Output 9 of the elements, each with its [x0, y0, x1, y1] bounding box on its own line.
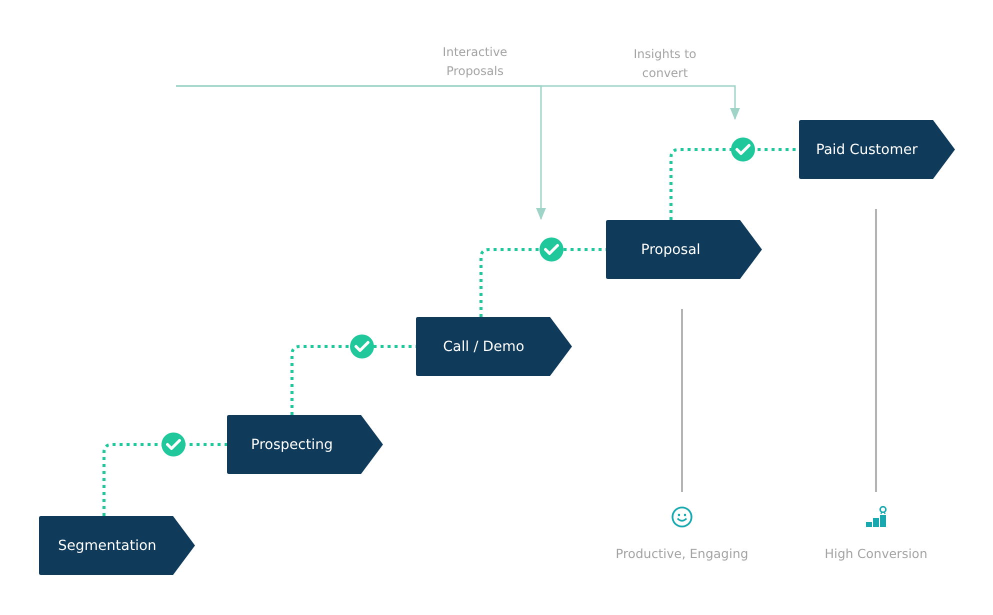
arrow — [176, 85, 740, 120]
step-label: Call / Demo — [442, 338, 524, 354]
dotted-connector — [102, 443, 227, 516]
outcome-label: High Conversion — [824, 546, 928, 561]
outcome-label: Productive, Engaging — [616, 546, 748, 561]
step-label: Prospecting — [250, 436, 333, 452]
step-label: Paid Customer — [815, 142, 918, 158]
step-label: Segmentation — [57, 538, 156, 554]
step-label: Proposal — [640, 242, 700, 258]
